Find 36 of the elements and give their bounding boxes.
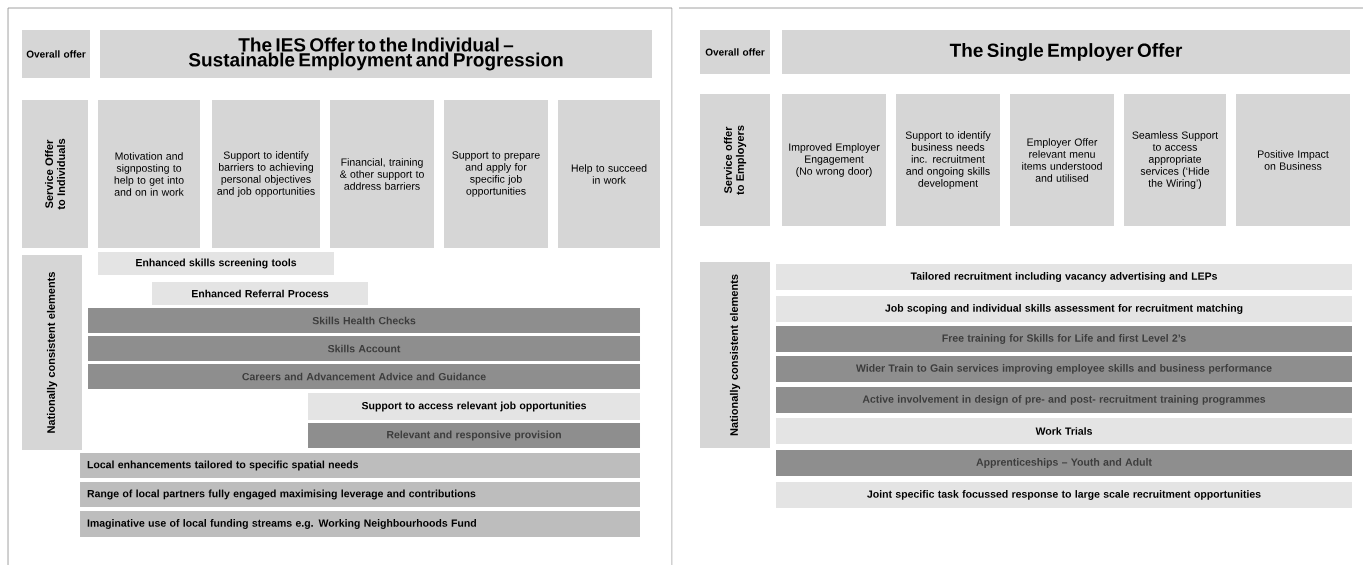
element-bar: Work Trials xyxy=(776,418,1352,444)
service-box: Support to identify business needs inc. recruitment and ongoing skills development xyxy=(896,94,1000,226)
element-bar: Enhanced Referral Process xyxy=(152,282,368,305)
element-bar: Wider Train to Gain services improving employee skills and business performance xyxy=(776,356,1352,382)
row-label: Nationally consistent elements xyxy=(700,262,770,448)
element-bar: Local enhancements tailored to specific spatial needs xyxy=(80,453,640,478)
service-box: Support to identify barriers to achieving personal objectives and job opportunities xyxy=(212,100,320,248)
service-box: Employer Offer relevant menu items understood and utilised xyxy=(1010,94,1114,226)
element-bar: Active involvement in design of pre- and post- recruitment training programmes xyxy=(776,387,1352,413)
row-label: Overall offer xyxy=(700,30,770,74)
row-label: Service Offer to Individuals xyxy=(22,100,88,248)
title-box: The IES Offer to the Individual – Sustainable Employment and Progression xyxy=(100,30,652,78)
element-bar: Imaginative use of local funding streams e.g. Working Neighbourhoods Fund xyxy=(80,511,640,537)
element-bar: Tailored recruitment including vacancy advertising and LEPs xyxy=(776,264,1352,290)
element-bar: Skills Account xyxy=(88,336,640,361)
service-box: Improved Employer Engagement (No wrong door) xyxy=(782,94,886,226)
row-label: Service offer to Employers xyxy=(700,94,770,226)
service-box: Motivation and signposting to help to get into and on in work xyxy=(98,100,200,248)
service-box: Positive Impact on Business xyxy=(1236,94,1350,226)
element-bar: Careers and Advancement Advice and Guidance xyxy=(88,364,640,389)
element-bar: Job scoping and individual skills assessment for recruitment matching xyxy=(776,296,1352,322)
element-bar: Apprenticeships – Youth and Adult xyxy=(776,450,1352,476)
element-bar: Joint specific task focussed response to large scale recruitment opportunities xyxy=(776,482,1352,508)
service-box: Seamless Support to access appropriate services (‘Hide the Wiring’) xyxy=(1124,94,1226,226)
element-bar: Range of local partners fully engaged maximising leverage and contributions xyxy=(80,482,640,507)
element-bar: Skills Health Checks xyxy=(88,308,640,333)
element-bar: Free training for Skills for Life and first Level 2’s xyxy=(776,326,1352,352)
row-label: Overall offer xyxy=(22,30,90,78)
element-bar: Support to access relevant job opportunities xyxy=(308,393,640,420)
title-box: The Single Employer Offer xyxy=(782,30,1350,74)
service-box: Financial, training & other support to address barriers xyxy=(330,100,434,248)
service-box: Support to prepare and apply for specific job opportunities xyxy=(444,100,548,248)
element-bar: Relevant and responsive provision xyxy=(308,423,640,448)
row-label: Nationally consistent elements xyxy=(22,255,82,450)
service-box: Help to succeed in work xyxy=(558,100,660,248)
element-bar: Enhanced skills screening tools xyxy=(98,252,334,275)
